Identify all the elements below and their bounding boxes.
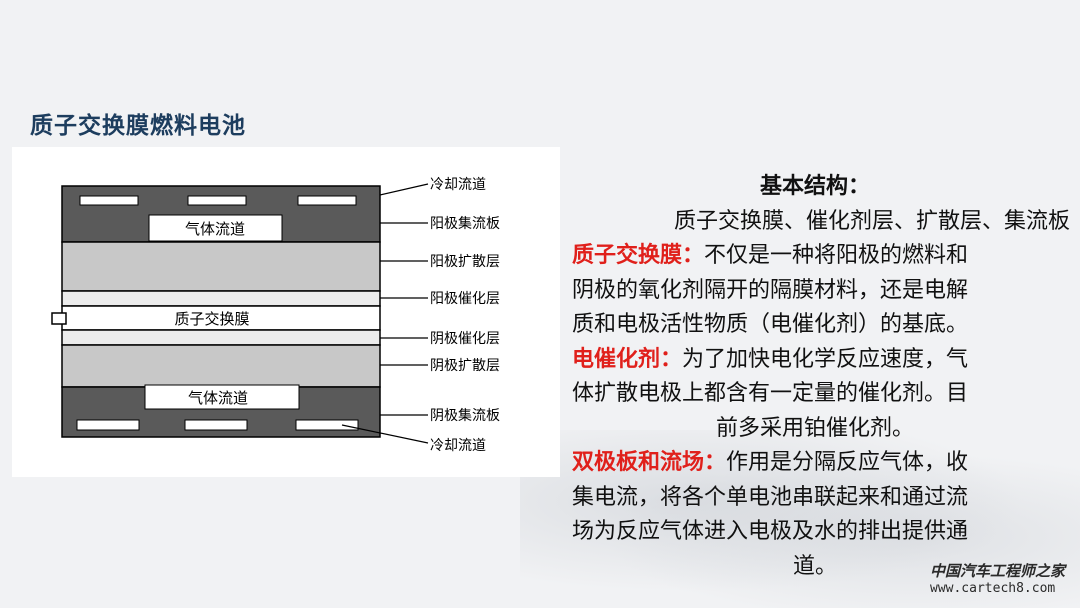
layer-label-cathode-collector: 阴极集流板 [430, 407, 500, 424]
layer-label-cooling-channel-bottom: 冷却流道 [430, 438, 486, 454]
catalyst-desc-line: 前多采用铂催化剂。 [715, 415, 914, 441]
structure-list: 质子交换膜、催化剂层、扩散层、集流板 [673, 208, 1070, 234]
watermark-name: 中国汽车工程师之家 [930, 562, 1066, 580]
layer-label-cathode-diffusion: 阴极扩散层 [430, 358, 500, 374]
plate-desc-line: 场为反应气体进入电极及水的排出提供通 [572, 519, 969, 544]
membrane-desc-line: 质和电极活性物质（电催化剂）的基底。 [572, 312, 969, 337]
catalyst-paragraph-line: 电催化剂：为了加快电化学反应速度，气 [560, 343, 1070, 378]
layer-label-anode-collector: 阳极集流板 [430, 215, 500, 232]
membrane-desc: 不仅是一种将阳极的燃料和 [704, 243, 969, 268]
membrane-paragraph-line: 质子交换膜：不仅是一种将阳极的燃料和 [560, 239, 1070, 274]
membrane-label: 质子交换膜 [174, 310, 249, 328]
structure-heading: 基本结构： [759, 174, 870, 199]
plate-term: 双极板和流场： [572, 450, 727, 475]
catalyst-desc-line: 体扩散电极上都含有一定量的催化剂。目 [572, 381, 969, 406]
description-text: 基本结构： 质子交换膜、催化剂层、扩散层、集流板 质子交换膜：不仅是一种将阳极的… [560, 170, 1070, 584]
cooling-channel [187, 195, 247, 206]
plate-paragraph-line: 双极板和流场：作用是分隔反应气体，收 [560, 446, 1070, 481]
membrane-term: 质子交换膜： [572, 243, 705, 268]
page-title: 质子交换膜燃料电池 [30, 113, 246, 139]
catalyst-term: 电催化剂： [572, 346, 683, 372]
plate-desc: 作用是分隔反应气体，收 [726, 450, 969, 475]
plate-desc-line: 道。 [792, 553, 837, 579]
layer-label-anode-diffusion: 阳极扩散层 [430, 254, 500, 270]
layer-label-cathode-catalyst: 阴极催化层 [430, 331, 500, 347]
anode-catalyst-layer [61, 290, 381, 307]
membrane-tab [51, 312, 67, 325]
fuel-cell-layer-diagram: 气体流道 质子交换膜 气体流道 冷却流道 [51, 177, 500, 454]
catalyst-desc: 为了加快电化学反应速度，气 [682, 346, 969, 372]
cathode-gas-channel [144, 384, 300, 410]
membrane-desc-line: 阴极的氧化剂隔开的隔膜材料，还是电解 [572, 277, 969, 303]
leader-lines [341, 183, 429, 444]
watermark-url: www.cartech8.com [930, 581, 1056, 596]
watermark: 中国汽车工程师之家 www.cartech8.com [930, 560, 1076, 596]
anode-gas-channel [148, 214, 283, 242]
proton-exchange-membrane [61, 305, 381, 331]
fuel-cell-diagram: 气体流道 质子交换膜 气体流道 冷却流道 [12, 147, 560, 477]
anode-gas-channel-label: 气体流道 [185, 220, 245, 238]
background-world-map [520, 430, 1080, 608]
cooling-channel [295, 419, 359, 431]
cooling-channel [184, 419, 248, 431]
cathode-diffusion-layer [61, 344, 381, 388]
cooling-channel [79, 195, 139, 206]
cooling-channel [76, 419, 140, 431]
anode-diffusion-layer [61, 241, 381, 292]
layer-label-cooling-channel-top: 冷却流道 [430, 177, 486, 193]
cathode-catalyst-layer [61, 329, 381, 346]
plate-desc-line: 集电流，将各个单电池串联起来和通过流 [572, 484, 969, 510]
cooling-channel [297, 195, 357, 206]
cathode-gas-channel-label: 气体流道 [188, 389, 248, 407]
layer-label-anode-catalyst: 阳极催化层 [430, 291, 500, 307]
